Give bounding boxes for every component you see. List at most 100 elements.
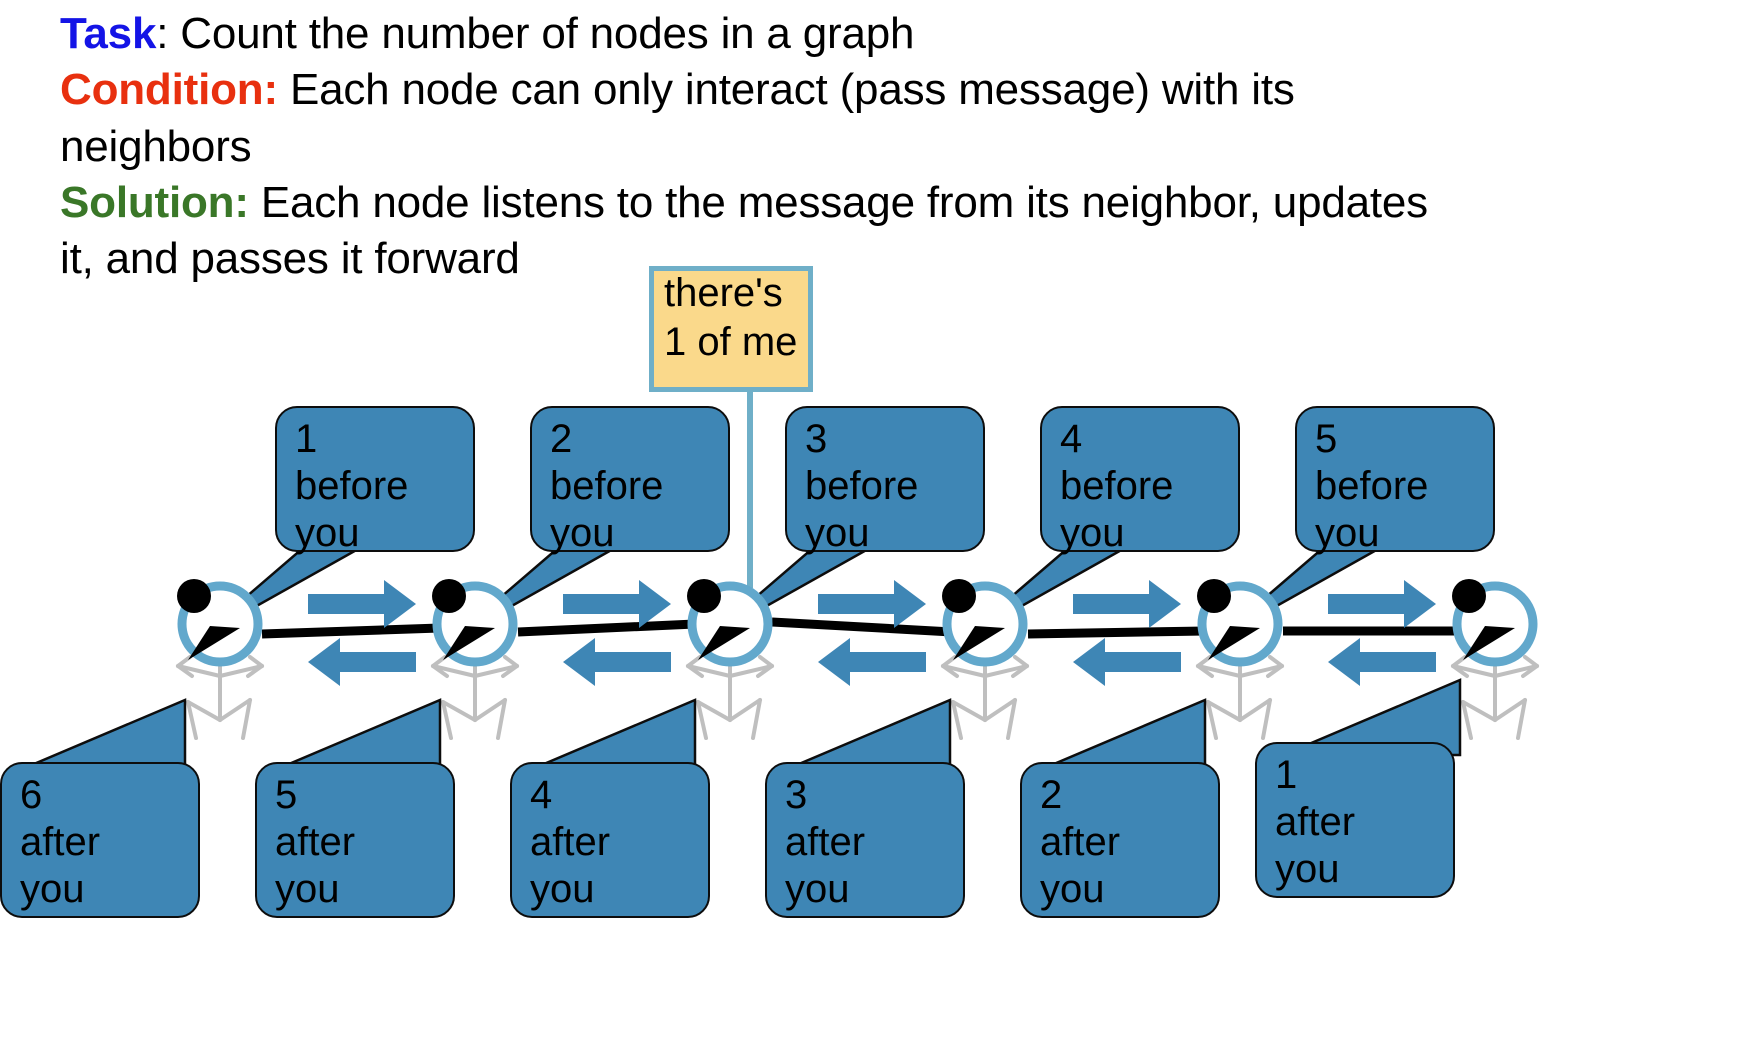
bottom-bubble-5-line3: you <box>1040 867 1105 912</box>
solution-text: Each node listens to the message from it… <box>260 177 1428 227</box>
callout-text: there's 1 of me <box>664 269 797 367</box>
bottom-bubble-4-line3: you <box>785 867 850 912</box>
stick-body-5 <box>1196 655 1284 740</box>
arrow-right-icon-4 <box>1073 580 1181 628</box>
header-line-condition: Condition: Each node can only interact (… <box>60 62 1760 118</box>
node-eye-icon-1 <box>177 579 211 613</box>
bottom-bubble-2[interactable]: 5 after you <box>255 762 455 918</box>
bottom-bubble-5-text: 2 after you <box>1040 772 1212 914</box>
condition-text: Each node can only interact (pass messag… <box>289 65 1295 115</box>
arrow-left-icon-1 <box>308 638 416 686</box>
edge-3-4 <box>771 617 953 637</box>
bottom-bubble-4-text: 3 after you <box>785 772 957 914</box>
top-bubble-5-count: 5 <box>1315 417 1338 461</box>
top-bubble-4-count: 4 <box>1060 417 1083 461</box>
arrow-left-icon-2 <box>563 638 671 686</box>
forward-arrows <box>308 580 1436 628</box>
top-bubble-2-text: 2 before you <box>550 416 722 558</box>
top-bubble-3[interactable]: 3 before you <box>785 406 985 555</box>
node-eye-icon-6 <box>1452 579 1486 613</box>
callout-box-theres-1-of-me[interactable]: there's 1 of me <box>649 266 813 392</box>
top-bubble-5-line3: you <box>1315 511 1380 556</box>
bottom-bubble-3-count: 4 <box>530 773 553 817</box>
bottom-bubble-3-text: 4 after you <box>530 772 702 914</box>
graph-edges <box>261 617 1458 639</box>
node-head-3 <box>687 579 773 667</box>
bottom-bubble-2-line2: after <box>275 820 356 865</box>
arrow-right-icon-5 <box>1328 580 1436 628</box>
bottom-bubble-tails <box>7 678 1462 777</box>
stick-body-2 <box>431 655 519 740</box>
top-bubble-3-count: 3 <box>805 417 828 461</box>
solution-text-cont: it, and passes it forward <box>60 234 520 284</box>
top-bubble-4-line3: you <box>1060 511 1125 556</box>
bottom-bubble-1-count: 6 <box>20 773 43 817</box>
top-bubble-5[interactable]: 5 before you <box>1295 406 1495 555</box>
top-bubble-2-line3: you <box>550 511 615 556</box>
backward-arrows <box>308 638 1436 686</box>
bottom-bubble-2-line3: you <box>275 867 340 912</box>
bottom-bubble-2-count: 5 <box>275 773 298 817</box>
top-bubble-4-text: 4 before you <box>1060 416 1232 558</box>
top-bubble-3-text: 3 before you <box>805 416 977 558</box>
top-bubble-5-text: 5 before you <box>1315 416 1487 558</box>
bottom-bubble-6-line3: you <box>1275 847 1340 892</box>
node-beak-icon-2 <box>443 626 495 660</box>
bottom-bubble-3[interactable]: 4 after you <box>510 762 710 918</box>
task-label: Task <box>60 9 157 58</box>
node-beak-icon-5 <box>1208 626 1260 660</box>
node-head-1 <box>177 579 263 667</box>
node-beak-icon-4 <box>953 626 1005 660</box>
bottom-bubble-5[interactable]: 2 after you <box>1020 762 1220 918</box>
top-bubble-3-line3: you <box>805 511 870 556</box>
bottom-bubble-1[interactable]: 6 after you <box>0 762 200 918</box>
header-line-condition-cont: neighbors <box>60 119 1760 175</box>
callout-line-2: 1 of me <box>664 319 798 364</box>
bottom-bubble-6-text: 1 after you <box>1275 752 1447 894</box>
top-bubble-4-line2: before <box>1060 464 1174 509</box>
arrow-right-icon-2 <box>563 580 671 628</box>
top-bubble-1-line3: you <box>295 511 360 556</box>
bottom-bubble-6-count: 1 <box>1275 753 1298 797</box>
bottom-bubble-1-line2: after <box>20 820 101 865</box>
arrow-left-icon-5 <box>1328 638 1436 686</box>
top-bubble-1-count: 1 <box>295 417 318 461</box>
top-bubble-1[interactable]: 1 before you <box>275 406 475 555</box>
node-head-2 <box>432 579 518 667</box>
node-beak-icon-3 <box>698 626 750 660</box>
task-sep: : <box>156 9 181 58</box>
top-bubble-2[interactable]: 2 before you <box>530 406 730 555</box>
arrow-left-icon-3 <box>818 638 926 686</box>
condition-label: Condition: <box>60 65 278 115</box>
header-line-task: Task: Count the number of nodes in a gra… <box>60 6 1760 62</box>
top-bubble-2-count: 2 <box>550 417 573 461</box>
graph-nodes <box>177 579 1538 667</box>
top-bubble-1-text: 1 before you <box>295 416 467 558</box>
bottom-bubble-4[interactable]: 3 after you <box>765 762 965 918</box>
arrow-right-icon-1 <box>308 580 416 628</box>
top-bubble-3-line2: before <box>805 464 919 509</box>
condition-text-cont: neighbors <box>60 121 252 171</box>
top-bubble-5-line2: before <box>1315 464 1429 509</box>
edge-1-2 <box>261 623 441 639</box>
bottom-bubble-3-line3: you <box>530 867 595 912</box>
bottom-bubble-3-line2: after <box>530 820 611 865</box>
stick-body-1 <box>176 655 264 740</box>
callout-line-1: there's <box>664 271 783 315</box>
node-head-4 <box>942 579 1028 667</box>
node-beak-icon-1 <box>188 626 240 660</box>
edge-4-5 <box>1027 626 1206 639</box>
stick-body-3 <box>686 655 774 740</box>
node-head-6 <box>1452 579 1538 667</box>
bottom-bubble-6[interactable]: 1 after you <box>1255 742 1455 898</box>
header-line-solution-cont: it, and passes it forward <box>60 231 1760 287</box>
edge-2-3 <box>517 619 696 637</box>
header-text-block: Task: Count the number of nodes in a gra… <box>60 6 1760 288</box>
bottom-bubble-5-count: 2 <box>1040 773 1063 817</box>
bottom-bubble-5-line2: after <box>1040 820 1121 865</box>
bottom-bubble-4-line2: after <box>785 820 866 865</box>
solution-label: Solution: <box>60 177 249 227</box>
node-eye-icon-5 <box>1197 579 1231 613</box>
top-bubble-4[interactable]: 4 before you <box>1040 406 1240 555</box>
node-beak-icon-6 <box>1463 626 1515 660</box>
